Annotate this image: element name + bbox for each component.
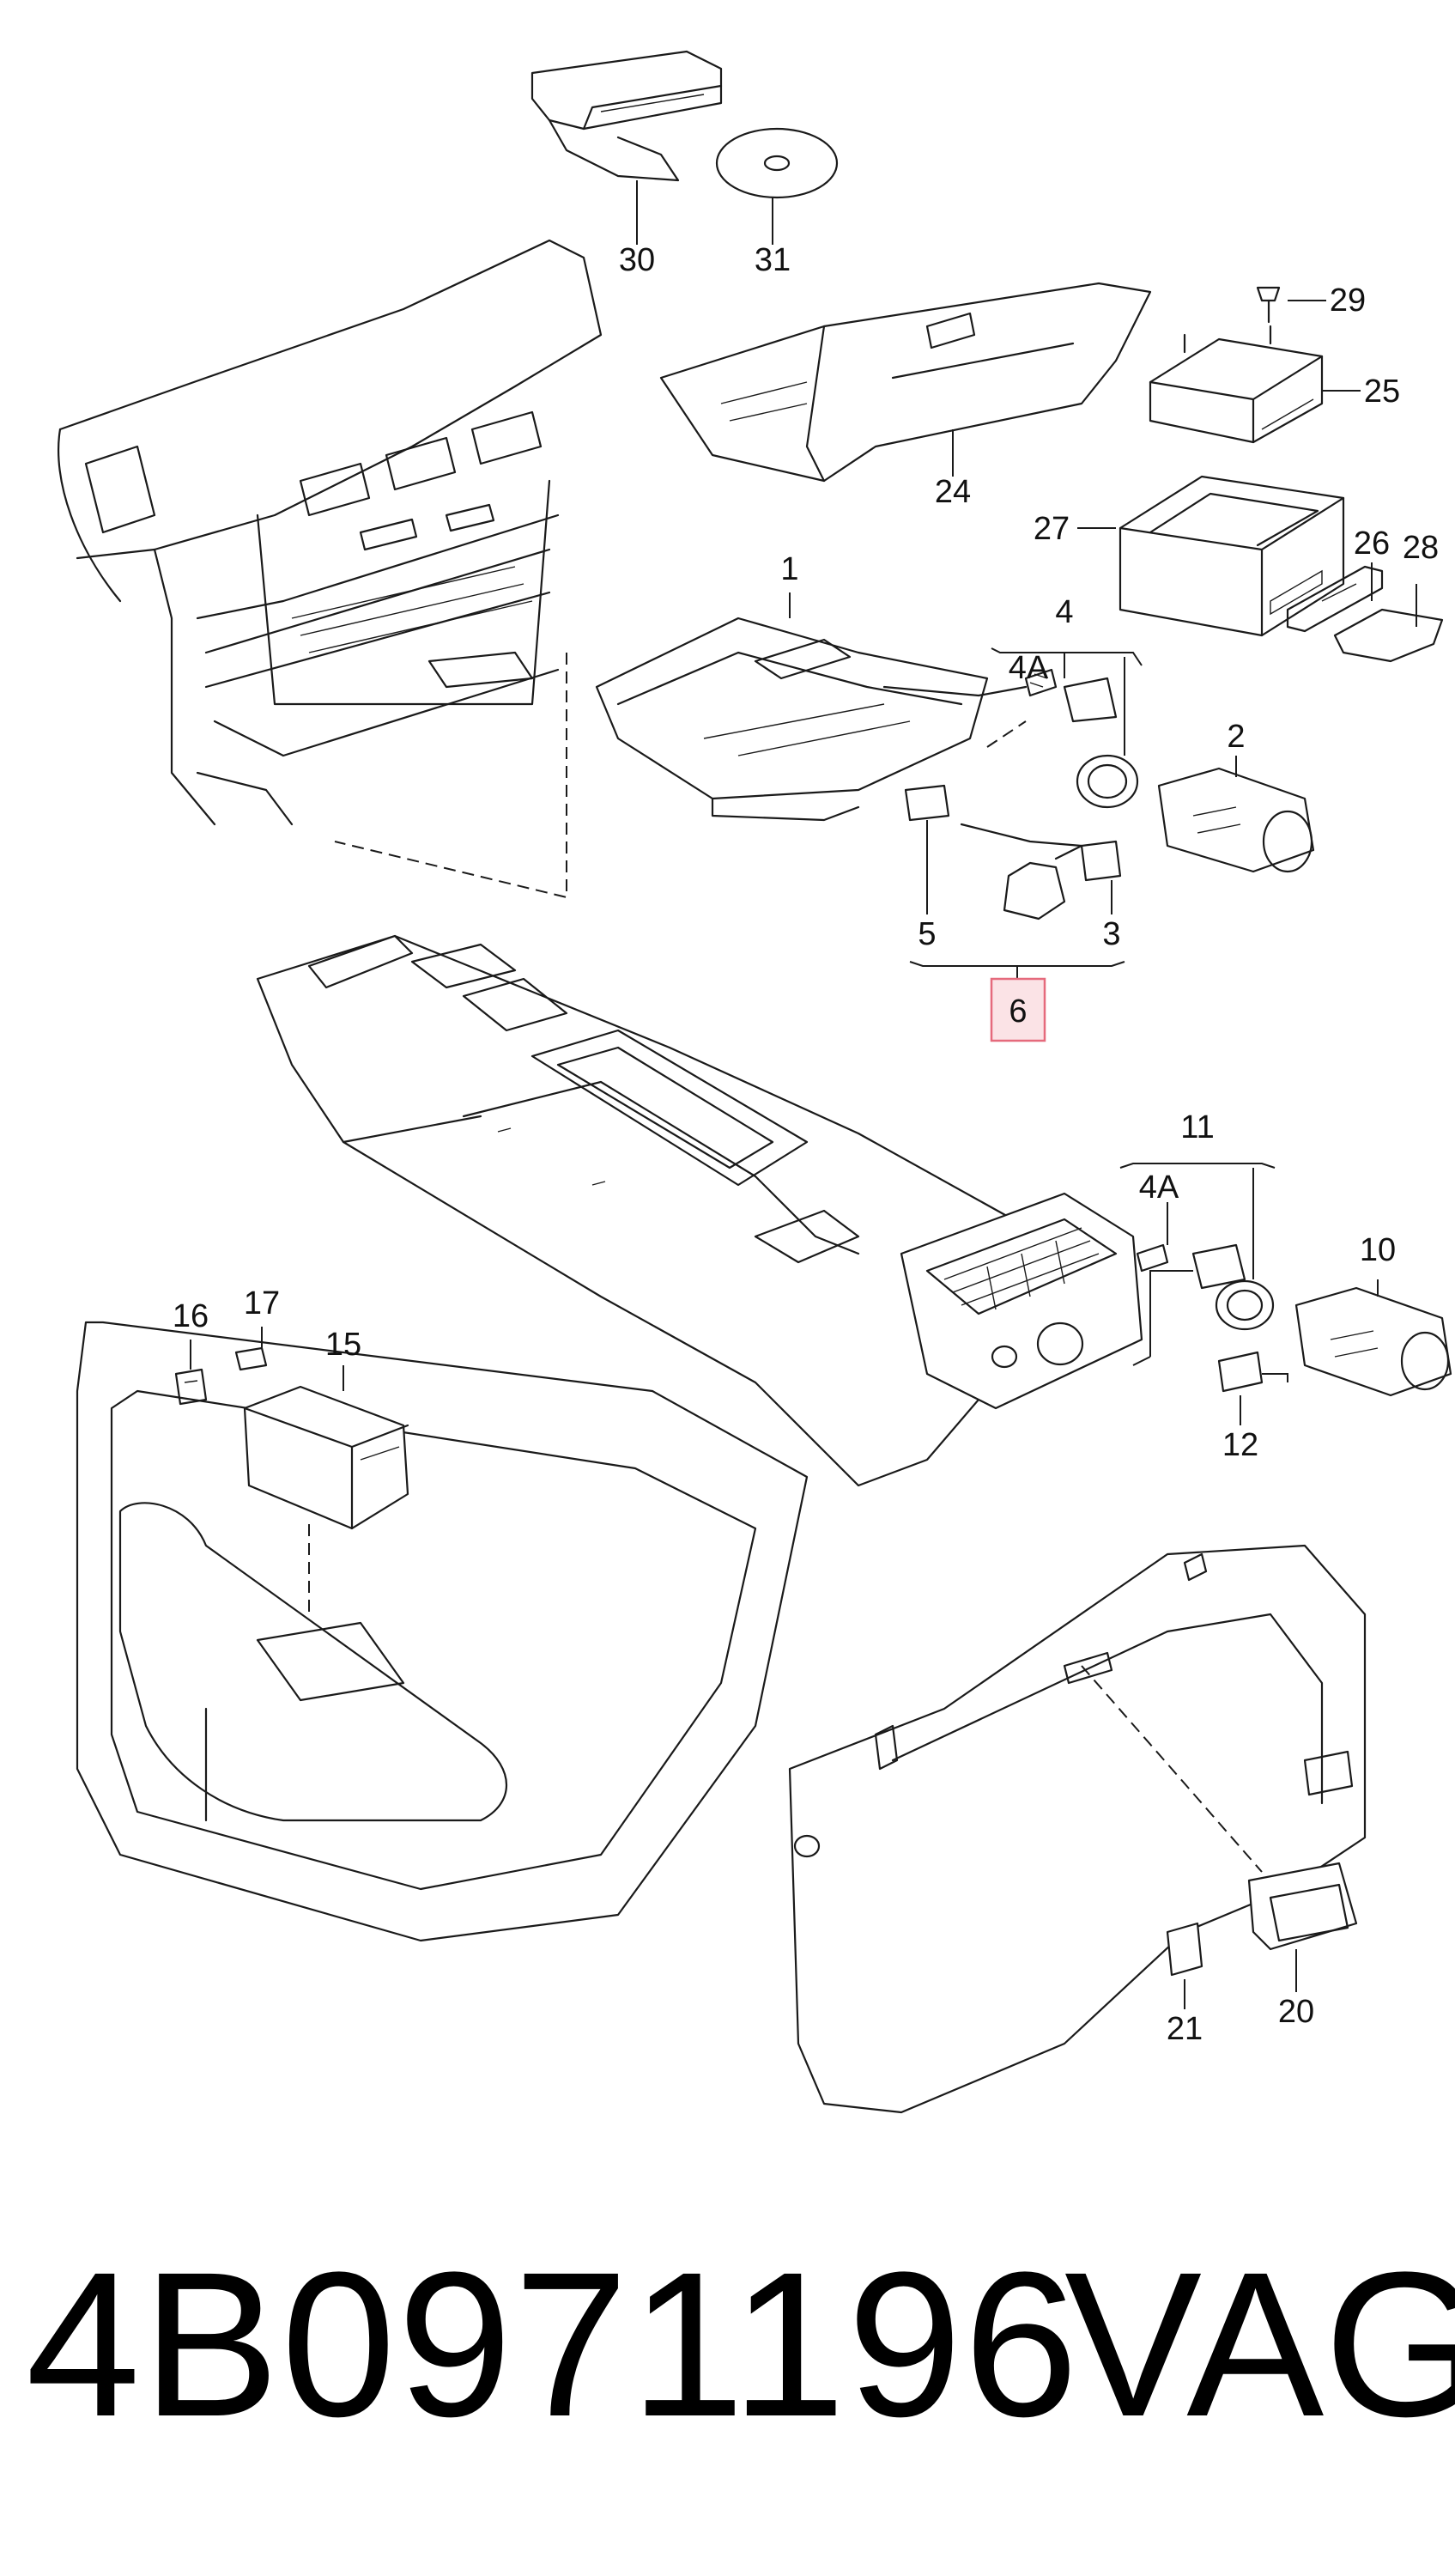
part-26-bracket	[1286, 565, 1384, 633]
part-27-housing	[1119, 475, 1345, 637]
part-17-clip	[234, 1346, 268, 1371]
callout-29: 29	[1330, 283, 1366, 319]
callout-25: 25	[1364, 374, 1400, 410]
footer-brand: VAG	[1064, 2229, 1455, 2459]
part-30-display-unit	[530, 50, 723, 182]
callout-20: 20	[1278, 1994, 1314, 2030]
dashboard-frame	[57, 239, 603, 826]
assembly-line-1	[334, 653, 567, 899]
callout-15: 15	[325, 1327, 361, 1363]
callout-4: 4	[1055, 594, 1073, 630]
callout-4a: 4A	[1009, 650, 1049, 686]
part-10-lighter	[1294, 1286, 1452, 1397]
callout-31: 31	[755, 242, 791, 278]
part-4a-clip-rear	[1136, 1243, 1169, 1273]
callout-28: 28	[1403, 530, 1439, 566]
part-15-ashtray	[243, 1385, 409, 1530]
part-12-clip	[1217, 1351, 1264, 1393]
rear-harness-line	[1132, 1270, 1288, 1382]
assembly-line-quarter	[1081, 1665, 1263, 1873]
callout-17: 17	[244, 1285, 280, 1321]
callout-21: 21	[1167, 2011, 1203, 2047]
callout-24: 24	[935, 474, 971, 510]
callout-3: 3	[1102, 916, 1120, 952]
part-2-lighter	[1157, 767, 1315, 873]
callout-30: 30	[619, 242, 655, 278]
part-31-disc	[715, 127, 839, 199]
callout-27: 27	[1034, 511, 1070, 547]
part-25-control-module	[1149, 325, 1324, 444]
part-4a-clip	[1024, 668, 1058, 697]
part-21-connector	[1166, 1922, 1203, 1977]
callout-5: 5	[918, 916, 936, 952]
part-11-socket	[1191, 1243, 1275, 1331]
callout-10: 10	[1360, 1232, 1396, 1268]
leader-lines	[190, 180, 1417, 2009]
callout-12: 12	[1222, 1427, 1258, 1463]
rear-air-vent	[900, 1192, 1143, 1410]
callout-6: 6	[1009, 993, 1027, 1030]
callout-6-box	[990, 977, 1046, 1042]
part-28-pad	[1333, 608, 1444, 663]
callout-1: 1	[780, 551, 798, 587]
part-24-glove-box	[659, 282, 1152, 483]
callout-2: 2	[1227, 719, 1245, 755]
callout-6-highlight[interactable]: 6	[990, 977, 1046, 1042]
part-5-connector	[904, 784, 950, 822]
center-console	[256, 934, 1032, 1487]
assembly-line-2	[986, 720, 1027, 748]
callout-4a-rear: 4A	[1139, 1170, 1179, 1206]
part-29-screw	[1256, 286, 1281, 324]
callout-11: 11	[1180, 1109, 1214, 1145]
part-3-bracket	[1003, 840, 1122, 920]
part-1-tray	[595, 617, 989, 822]
part-4-socket	[1063, 677, 1139, 809]
callout-26: 26	[1354, 526, 1390, 562]
callout-16: 16	[173, 1298, 209, 1334]
part-20-switch	[1247, 1862, 1358, 1951]
footer-part-number: 4B0971196	[26, 2229, 1081, 2459]
door-panel	[76, 1321, 809, 1942]
part-16-clip	[174, 1368, 208, 1406]
